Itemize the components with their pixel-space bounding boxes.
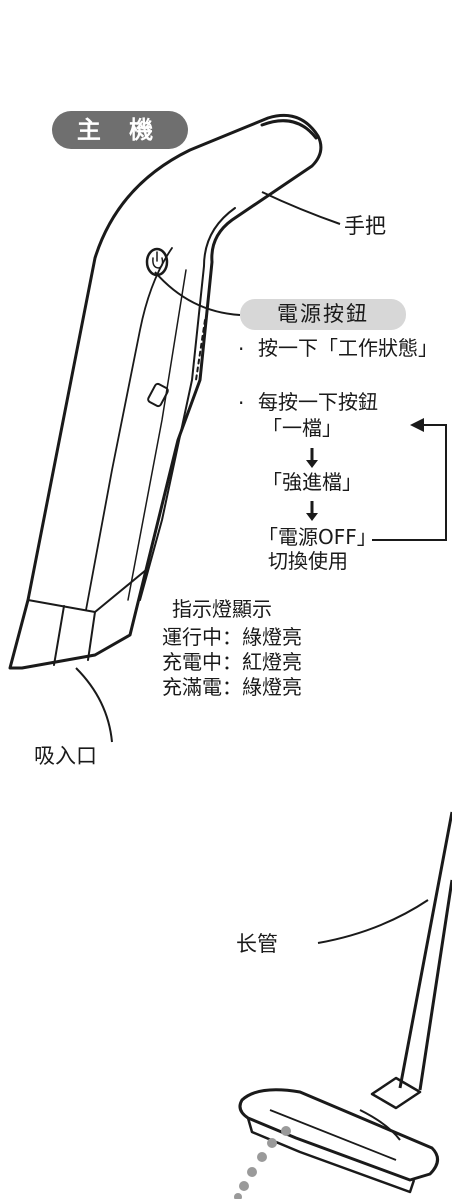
cycle-arrow-head — [410, 418, 424, 432]
bullet-1: · — [238, 337, 245, 361]
handle-cap — [260, 119, 318, 140]
dust-dots — [234, 1126, 291, 1199]
power-leader — [154, 271, 241, 316]
press-each-note: 每按一下按鈕 — [258, 390, 378, 414]
press-once-note: 按一下「工作狀態」 — [258, 336, 438, 360]
inlet-leader — [75, 667, 113, 743]
indicator-row-1: 運行中：綠燈亮 — [162, 625, 302, 649]
mode-switch — [147, 382, 169, 408]
bullet-2: · — [238, 391, 245, 415]
indicator-row-2: 充電中：紅燈亮 — [162, 650, 302, 674]
long-tube-label: 长管 — [236, 932, 278, 956]
down-arrow-1 — [306, 460, 318, 468]
inlet-label: 吸入口 — [34, 744, 97, 768]
indicator-title: 指示燈顯示 — [172, 597, 272, 621]
down-arrow-2 — [306, 513, 318, 521]
cycle-step-2: 「強進檔」 — [262, 470, 362, 494]
main-unit-badge: 主 機 — [52, 111, 188, 149]
handle-leader — [261, 191, 341, 225]
cycle-step-1: 「一檔」 — [262, 416, 342, 440]
indicator-row-3: 充滿電：綠燈亮 — [162, 675, 302, 699]
floor-nozzle — [238, 1088, 439, 1182]
long-tube — [398, 811, 452, 1091]
switch-use-note: 切換使用 — [268, 549, 348, 573]
tube-leader — [317, 899, 429, 944]
cycle-step-3: 「電源OFF」 — [258, 525, 377, 549]
handle-label: 手把 — [344, 214, 386, 238]
power-button-badge: 電源按鈕 — [240, 299, 406, 330]
main-unit-body — [8, 113, 323, 670]
